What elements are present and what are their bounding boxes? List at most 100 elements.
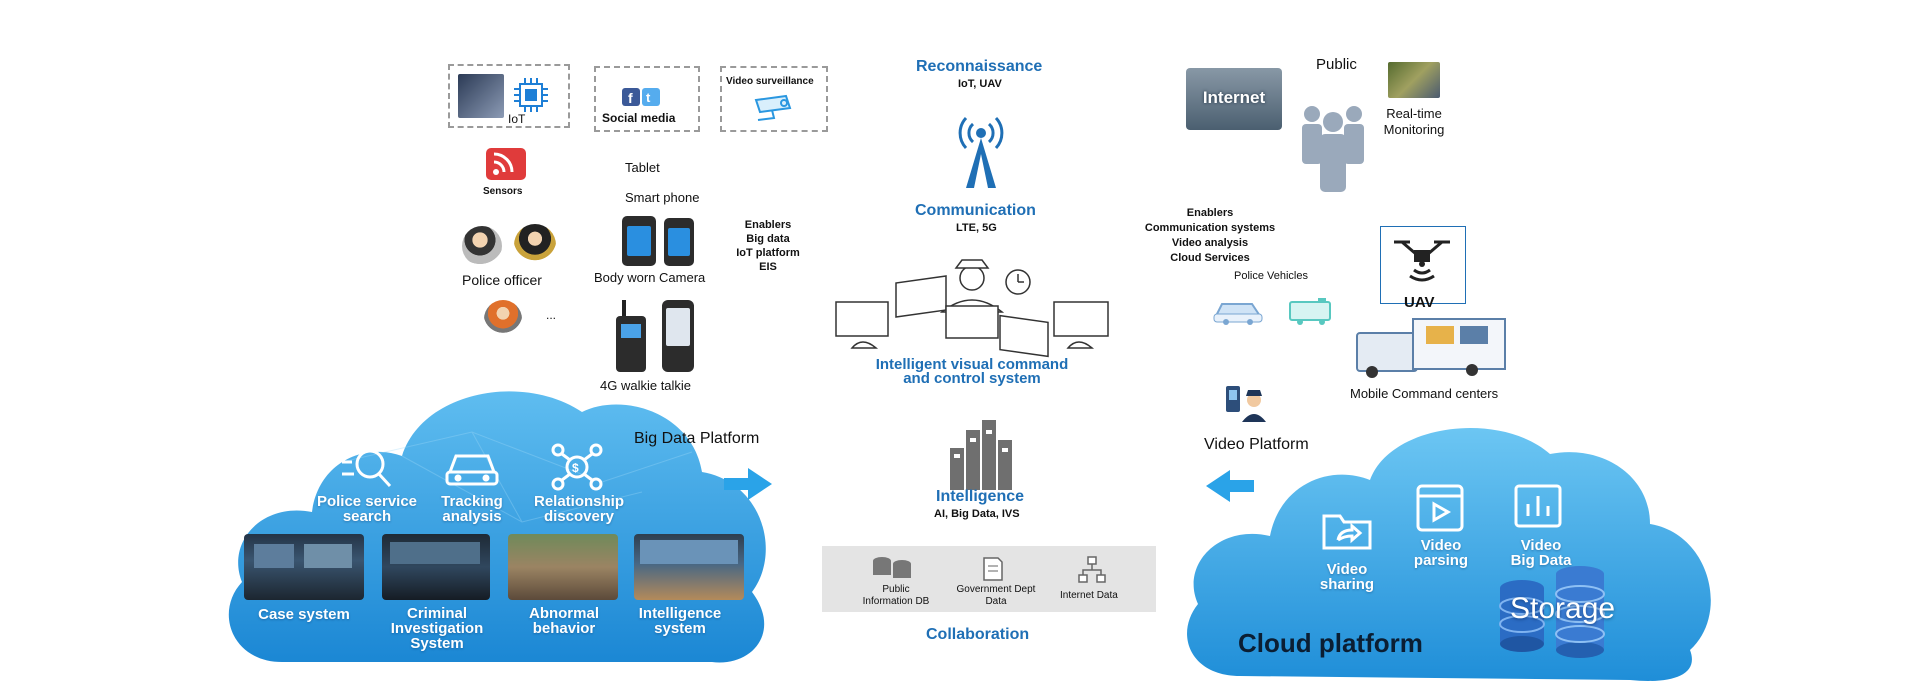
real-time-line-2: Monitoring [1383,122,1445,137]
left-enablers-line-3: IoT platform [736,247,800,259]
storage-label: Storage [1510,592,1616,625]
video-parsing-label: Video parsing [1396,538,1486,568]
mobile-command-center-image [1356,312,1506,380]
body-worn-camera-device-1 [622,216,656,266]
real-time-monitoring-image [1388,62,1440,98]
iot-device-image [458,74,504,118]
intelligence-title: Intelligence [936,488,1025,505]
tablet-label: Tablet [625,160,660,175]
right-enablers-line-1: Enablers [1186,207,1234,219]
left-enablers-line-1: Enablers [744,219,792,231]
right-arrow-icon [724,468,772,500]
search-list-icon [342,448,392,488]
cctv-camera-icon [754,94,792,121]
system-label-intelligence: Intelligence system [638,605,722,637]
folder-share-icon [1322,514,1372,550]
collaboration-title: Collaboration [926,626,1030,643]
collab-item-internet-data: Internet Data [1060,590,1118,601]
social-media-label: Social media [602,111,676,125]
left-arrow-icon [1206,470,1254,502]
mobile-command-centers-label: Mobile Command centers [1350,386,1499,401]
video-parsing-line-2: parsing [1413,552,1469,569]
video-big-data-line-2: Big Data [1510,552,1572,569]
video-sharing-label: Video sharing [1302,562,1392,592]
smart-phone-label: Smart phone [625,190,700,205]
police-officer-image-1 [462,226,502,266]
police-officer-image-2 [514,224,556,266]
twitter-icon: t [642,88,660,106]
car-icon [445,454,499,486]
criminal-investigation-image [382,534,490,600]
real-time-monitoring-text: Real-time Monitoring [1368,106,1460,138]
communication-title: Communication [915,202,1036,219]
video-parsing-line-1: Video [1420,537,1462,554]
people-group-icon [1302,106,1364,192]
video-play-icon [1416,484,1464,532]
collab-item-government-data: Government Dept Data [956,584,1036,607]
service-label-police-search: Police service search [316,493,418,525]
database-icon [873,557,911,578]
police-officer-label: Police officer [462,272,542,288]
police-van-icon [1289,298,1331,325]
internet-label: Internet [1202,88,1266,107]
collab-item-public-db: Public Information DB [862,584,930,607]
police-car-icon [1213,303,1263,325]
officer-phone-icon [1226,386,1266,422]
document-icon [983,557,1003,581]
case-system-image [244,534,364,600]
network-icon: $ [551,443,603,491]
service-label-tracking-analysis: Tracking analysis [441,493,503,525]
communication-subtitle: LTE, 5G [956,222,997,234]
svg-text:f: f [628,90,633,106]
video-sharing-line-2: sharing [1319,576,1375,593]
internet-badge: Internet [1186,68,1282,130]
left-enablers-line-2: Big data [746,233,790,245]
intelligence-subtitle: AI, Big Data, IVS [934,508,1020,520]
walkie-talkie-device-2 [662,300,694,372]
police-vehicles-label: Police Vehicles [1234,270,1308,282]
chip-icon [514,78,548,112]
left-enablers-text: Enablers Big data IoT platform EIS [730,218,806,274]
bar-chart-icon [1514,484,1562,528]
right-enablers-line-4: Cloud Services [1170,252,1250,264]
storage-database-icon [1499,566,1605,658]
sensors-label: Sensors [483,186,523,197]
city-buildings-icon [950,420,1012,490]
right-enablers-text: Enablers Communication systems Video ana… [1130,206,1290,266]
command-system-line-1: Intelligent visual command [875,356,1069,373]
command-center-illustration [835,259,1109,358]
svg-text:$: $ [572,461,579,475]
right-enablers-line-3: Video analysis [1171,237,1249,249]
ellipsis-label: ... [546,308,557,322]
uav-label: UAV [1404,294,1435,311]
left-enablers-line-4: EIS [759,261,777,273]
intelligence-system-image [634,534,744,600]
cloud-platform-label: Cloud platform [1238,628,1423,658]
body-worn-camera-label: Body worn Camera [594,270,706,285]
service-label-relationship-discovery: Relationship discovery [533,493,624,525]
walkie-talkie-label: 4G walkie talkie [600,378,692,393]
video-platform-label: Video Platform [1204,436,1309,453]
public-label: Public [1316,56,1357,73]
svg-text:t: t [646,90,651,105]
police-officer-image-3 [484,300,522,338]
facebook-icon: f [622,88,640,106]
rss-icon [486,148,526,180]
system-label-abnormal-behavior: Abnormal behavior [528,605,599,637]
antenna-tower-icon [958,116,1004,188]
video-big-data-label: Video Big Data [1496,538,1586,568]
drone-icon [1394,240,1450,282]
command-system-title: Intelligent visual command and control s… [852,356,1092,387]
right-enablers-line-2: Communication systems [1144,222,1276,234]
command-system-line-2: and control system [903,370,1041,387]
system-label-case: Case system [258,606,350,623]
reconnaissance-subtitle: IoT, UAV [958,78,1002,90]
system-label-criminal-investigation: Criminal Investigation System [390,605,484,652]
real-time-line-1: Real-time [1386,106,1442,121]
network-nodes-icon [1078,556,1106,583]
video-surveillance-label: Video surveillance [726,76,814,87]
iot-label: IoT [508,112,526,126]
video-sharing-line-1: Video [1326,561,1368,578]
big-data-platform-label: Big Data Platform [634,430,760,447]
body-worn-camera-device-2 [664,218,694,266]
